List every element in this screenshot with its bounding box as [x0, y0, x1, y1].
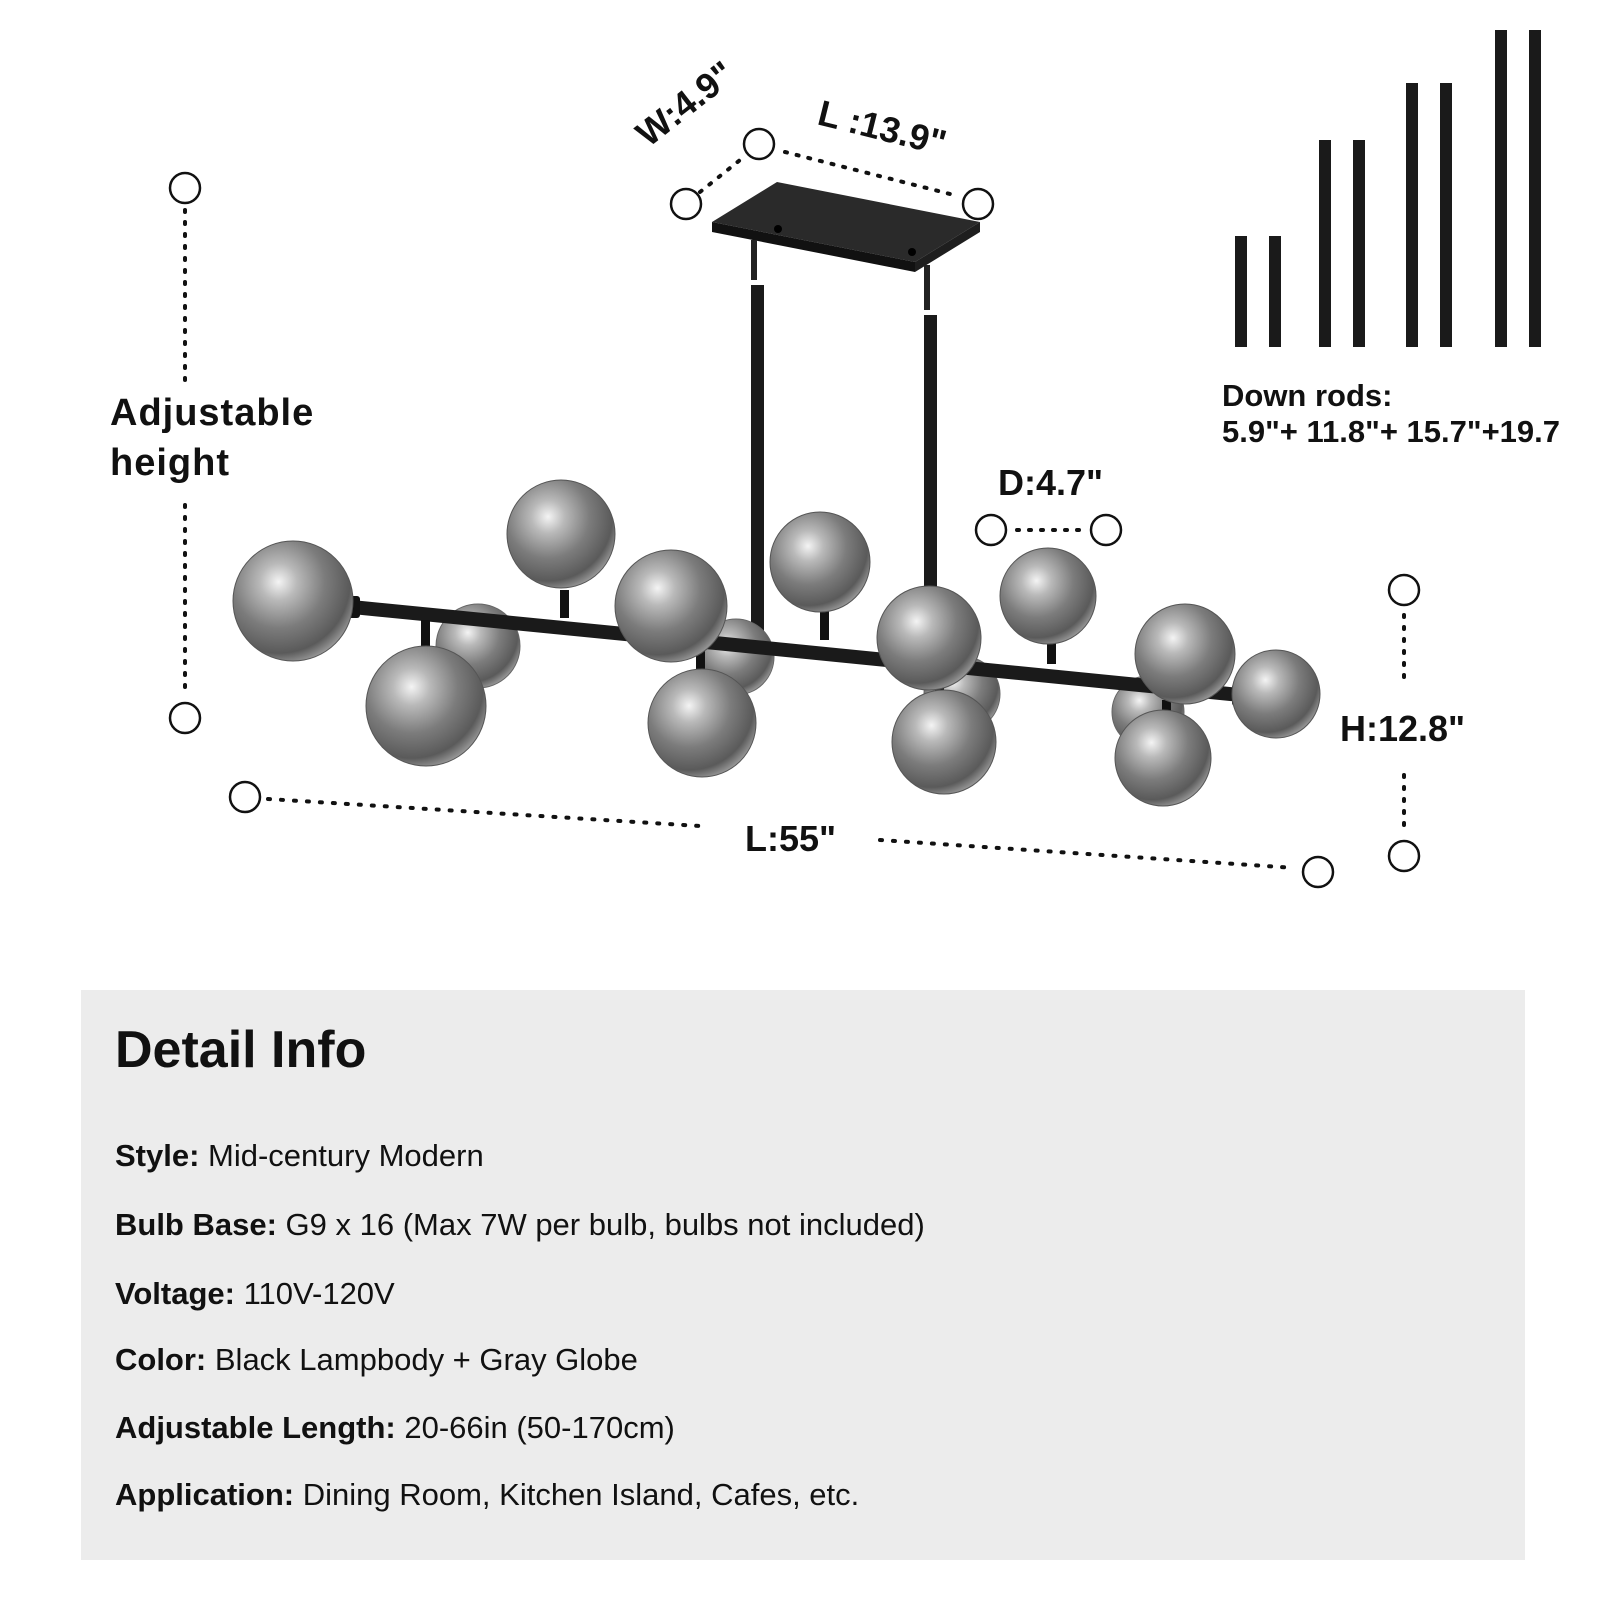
spec-row-bulb-base: Bulb Base: G9 x 16 (Max 7W per bulb, bul… — [115, 1207, 925, 1243]
spec-value: 20-66in (50-170cm) — [395, 1410, 675, 1445]
fixture-height-label: H:12.8" — [1340, 708, 1466, 749]
fixture-length-indicator — [228, 780, 1335, 889]
spec-key: Application: — [115, 1477, 295, 1512]
spec-row-adjustable-length: Adjustable Length: 20-66in (50-170cm) — [115, 1410, 675, 1446]
front-globes — [232, 479, 1321, 807]
hanging-rods — [751, 240, 937, 655]
spec-value: Black Lampbody + Gray Globe — [206, 1342, 638, 1377]
fixture-length-label: L:55" — [745, 818, 837, 859]
spec-row-color: Color: Black Lampbody + Gray Globe — [115, 1342, 638, 1378]
chandelier-dimension-diagram — [168, 30, 1541, 889]
adjustable-height-label-line1: Adjustable — [110, 392, 315, 434]
adjustable-height-label: Adjustable height — [110, 388, 314, 488]
spec-value: 110V-120V — [235, 1276, 395, 1311]
globe-diameter-indicator — [974, 513, 1123, 547]
spec-key: Bulb Base: — [115, 1207, 277, 1242]
spec-key: Adjustable Length: — [115, 1410, 396, 1445]
spec-key: Voltage: — [115, 1276, 235, 1311]
spec-row-application: Application: Dining Room, Kitchen Island… — [115, 1477, 859, 1513]
spec-key: Color: — [115, 1342, 207, 1377]
spec-value: Dining Room, Kitchen Island, Cafes, etc. — [294, 1477, 860, 1512]
adjustable-height-indicator — [168, 171, 202, 735]
downrods-values: 5.9"+ 11.8"+ 15.7"+19.7 — [1222, 414, 1561, 449]
adjustable-height-label-line2: height — [110, 442, 230, 484]
down-rods-illustration — [1235, 30, 1541, 347]
spec-value: Mid-century Modern — [199, 1138, 484, 1173]
spec-row-voltage: Voltage: 110V-120V — [115, 1276, 395, 1312]
detail-info-title: Detail Info — [115, 1021, 367, 1079]
fixture-height-indicator — [1387, 573, 1421, 873]
ceiling-canopy — [712, 182, 980, 272]
spec-key: Style: — [115, 1138, 200, 1173]
spec-row-style: Style: Mid-century Modern — [115, 1138, 484, 1174]
spec-value: G9 x 16 (Max 7W per bulb, bulbs not incl… — [276, 1207, 925, 1242]
downrods-title: Down rods: — [1222, 378, 1393, 413]
detail-info-panel: Detail Info Style: Mid-century Modern Bu… — [81, 990, 1525, 1560]
canopy-dimension-lines — [669, 127, 995, 221]
globe-diameter-label: D:4.7" — [998, 462, 1104, 503]
